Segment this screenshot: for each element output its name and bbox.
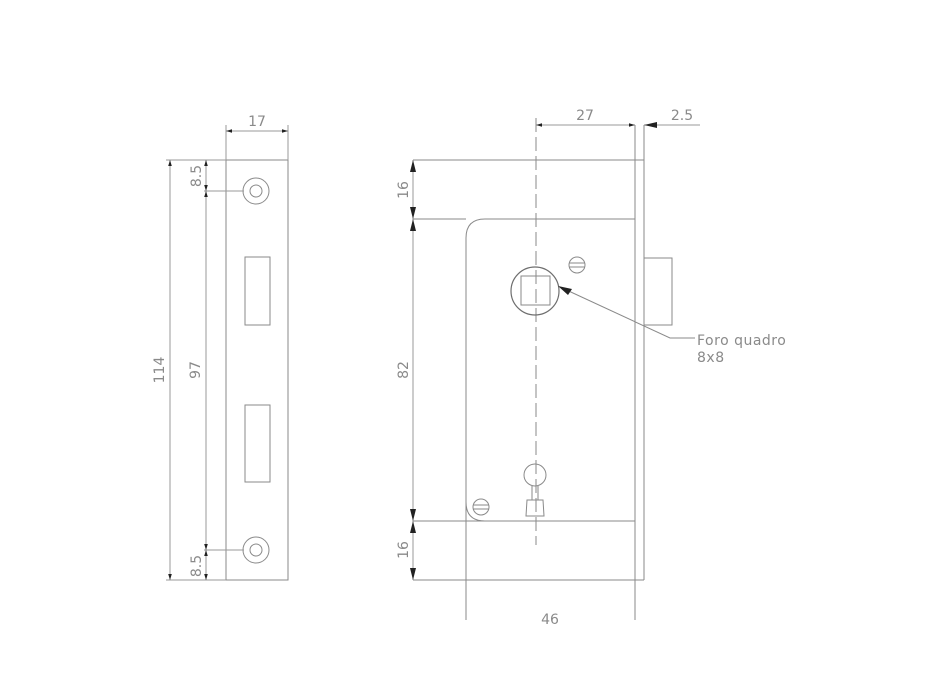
- dim-top-margin: 16: [396, 181, 412, 199]
- latch-opening: [244, 256, 271, 326]
- lower-screw: [472, 498, 490, 516]
- dim-top-offset: 8.5: [189, 165, 205, 187]
- callout-line1: Foro quadro: [697, 333, 786, 349]
- faceplate-outline: [225, 159, 289, 581]
- dim-body-height: 82: [396, 361, 412, 379]
- dim-bottom-offset: 8.5: [189, 555, 205, 577]
- dim-width: 17: [248, 114, 266, 130]
- upper-screw: [568, 256, 586, 274]
- callout-line2: 8x8: [697, 350, 725, 366]
- bolt-opening: [244, 404, 271, 483]
- callout-leader: [559, 286, 695, 339]
- lock-case-body: [465, 218, 635, 620]
- dim-backset: 27: [576, 108, 594, 124]
- faceplate-view: 17 114 97 8.5 8.5: [152, 114, 289, 581]
- latch-bolt: [643, 257, 673, 326]
- dim-total-height: 114: [152, 357, 168, 384]
- square-follower-hole: [510, 266, 560, 316]
- keyhole: [523, 463, 547, 517]
- dim-hole-spacing: 97: [188, 361, 204, 379]
- top-screw-hole: [242, 177, 270, 205]
- dim-case-width: 46: [541, 612, 559, 628]
- side-view: Foro quadro 8x8 27 2.5 16 82 16 46: [396, 108, 786, 628]
- dim-plate-thickness: 2.5: [671, 108, 693, 124]
- bottom-screw-hole: [242, 536, 270, 564]
- dim-bottom-margin: 16: [396, 541, 412, 559]
